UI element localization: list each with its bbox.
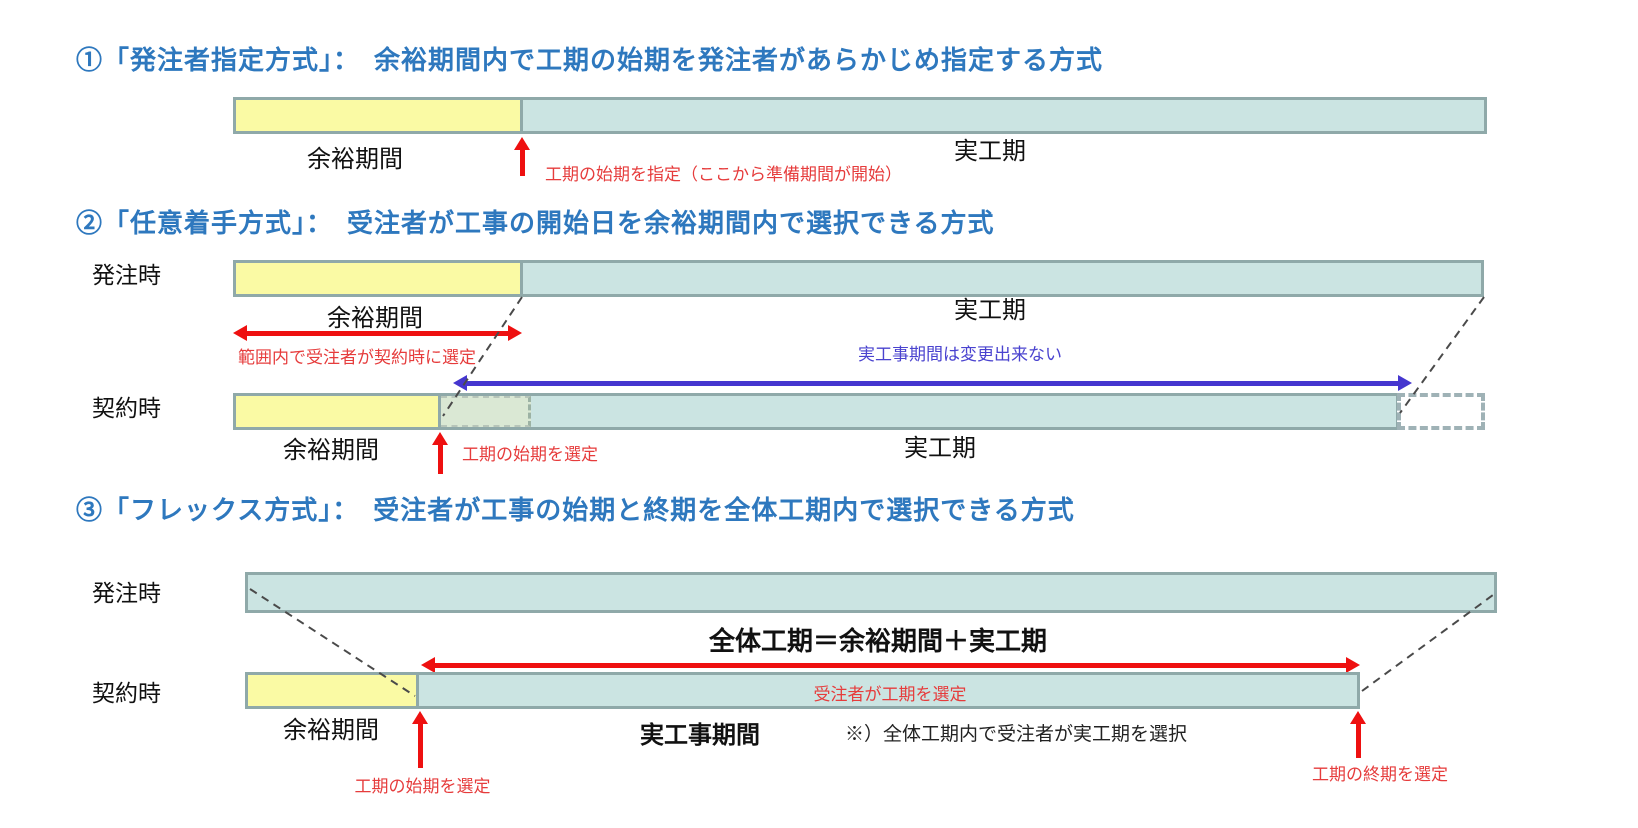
section2-contract-work-label: 実工期 <box>904 435 976 462</box>
section2-heading: ②「任意着手方式」： 受注者が工事の開始日を余裕期間内で選択できる方式 <box>76 208 995 238</box>
section2-fixed-note: 実工事期間は変更出来ない <box>858 345 1062 364</box>
section3-contract-slack-segment <box>248 675 419 706</box>
section1-slack-segment <box>236 100 523 131</box>
section3-contract-work-segment <box>419 675 1357 706</box>
section2-contract-bar <box>233 393 1399 430</box>
section2-order-work-segment <box>523 263 1481 294</box>
section2-start-arrow-icon <box>430 432 450 474</box>
section2-contract-slack-label: 余裕期間 <box>283 437 379 464</box>
section1-work-segment <box>523 100 1484 131</box>
section3-order-row-label: 発注時 <box>92 580 161 606</box>
section2-order-bar <box>233 260 1484 297</box>
section2-contract-shifted-segment <box>441 396 531 427</box>
section1-start-arrow-icon <box>512 137 532 176</box>
section3-end-note: 工期の終期を選定 <box>1312 765 1448 784</box>
section3-end-arrow-icon <box>1348 711 1368 758</box>
section3-total-label: 全体工期＝余裕期間＋実工期 <box>708 626 1047 656</box>
section3-contract-work-label: 実工事期間 <box>640 722 760 749</box>
section1-slack-label: 余裕期間 <box>307 146 403 173</box>
section3-start-note: 工期の始期を選定 <box>354 777 491 796</box>
section1-period-bar <box>233 97 1487 134</box>
section2-start-note: 工期の始期を選定 <box>462 445 598 464</box>
section2-order-slack-segment <box>236 263 523 294</box>
section3-start-arrow-icon <box>410 711 430 768</box>
section3-select-note: 受注者が工期を選定 <box>813 685 967 704</box>
section2-order-row-label: 発注時 <box>92 262 161 288</box>
section2-order-work-label: 実工期 <box>954 297 1026 324</box>
section2-contract-work-segment <box>531 396 1396 427</box>
section3-contract-slack-label: 余裕期間 <box>283 717 379 744</box>
section1-pointer-note: 工期の始期を指定（ここから準備期間が開始） <box>545 165 902 184</box>
section3-asterisk-note: ※）全体工期内で受注者が実工期を選択 <box>845 724 1188 745</box>
section2-range-note: 範囲内で受注者が契約時に選定 <box>238 348 476 367</box>
section2-slack-range-arrow-icon <box>233 325 522 341</box>
section2-order-slack-label: 余裕期間 <box>327 305 423 332</box>
section3-select-range-arrow-icon <box>421 657 1360 673</box>
section1-work-label: 実工期 <box>954 138 1026 165</box>
section3-order-total-segment <box>248 575 1494 610</box>
section3-order-bar <box>245 572 1497 613</box>
section2-fixed-span-arrow-icon <box>453 375 1412 391</box>
section1-heading: ①「発注者指定方式」： 余裕期間内で工期の始期を発注者があらかじめ指定する方式 <box>76 45 1104 75</box>
section2-contract-row-label: 契約時 <box>92 395 161 421</box>
section3-heading: ③「フレックス方式」： 受注者が工事の始期と終期を全体工期内で選択できる方式 <box>76 495 1075 525</box>
section2-contract-slack-segment <box>236 396 441 427</box>
section2-vacated-period-box <box>1397 393 1485 430</box>
section3-contract-row-label: 契約時 <box>92 680 161 706</box>
